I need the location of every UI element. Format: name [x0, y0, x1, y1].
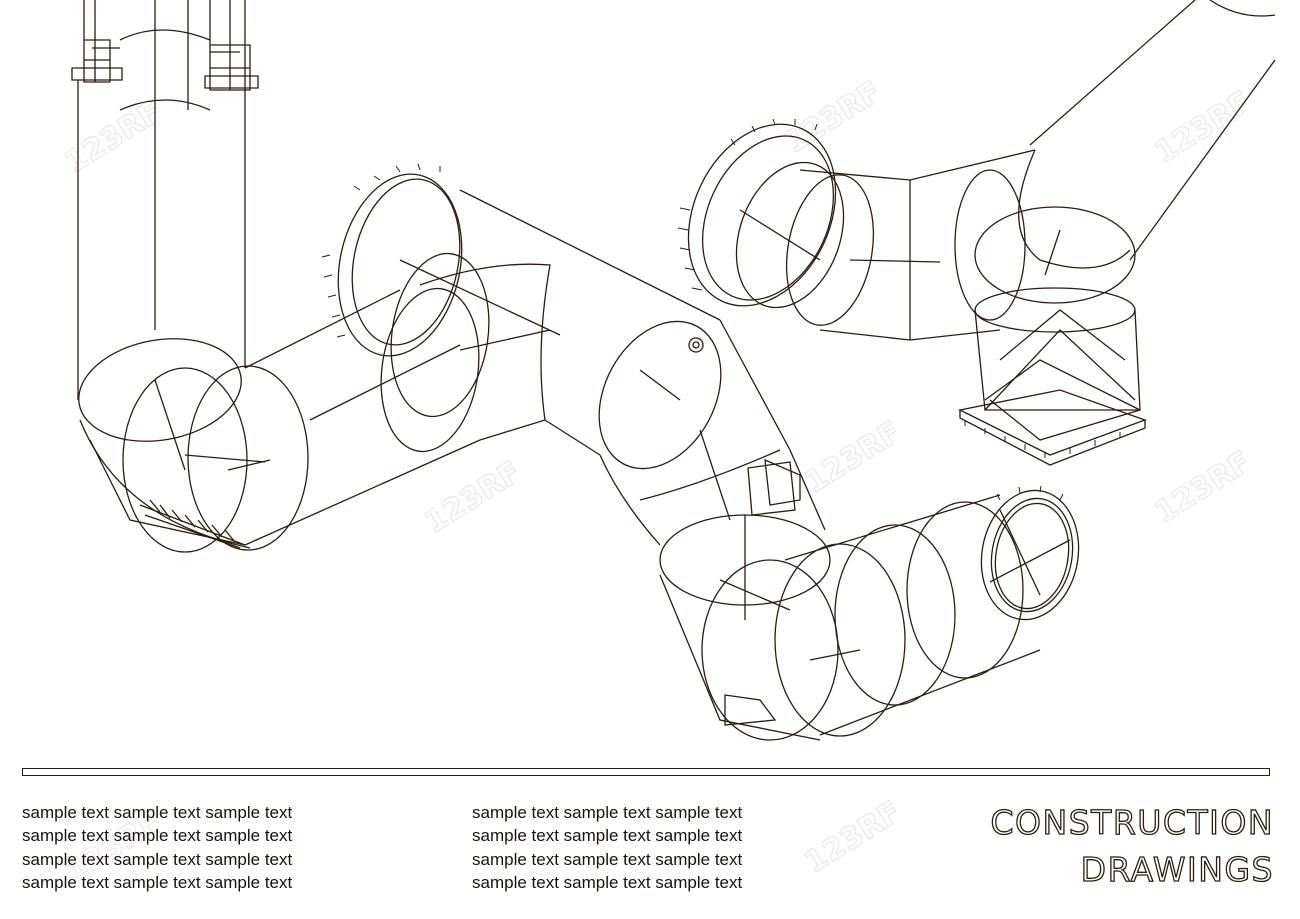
elbow-pipe-1 [78, 338, 309, 553]
flange-bolts [321, 118, 1121, 501]
text-line: sample text sample text sample text [472, 826, 743, 846]
elbow-pipe-3 [659, 494, 1041, 741]
flange-3 [980, 489, 1080, 621]
text-line: sample text sample text sample text [472, 849, 743, 869]
text-line: sample text sample text sample text [22, 803, 293, 822]
support-hopper [958, 287, 1147, 466]
text-column-left: sample text sample text sample text samp… [22, 801, 292, 894]
flange-2 [687, 123, 875, 326]
text-line: sample text sample text sample text [22, 872, 293, 892]
elbow-pipe-4 [799, 0, 1276, 341]
text-line: sample text sample text sample text [22, 849, 293, 869]
flange-1 [337, 173, 721, 453]
elbow-pipe-2 [544, 319, 826, 546]
watermark-logo: 123RF [798, 794, 908, 881]
text-line: sample text sample text sample text [472, 872, 743, 892]
straight-pipe-1 [244, 289, 481, 546]
text-column-middle: sample text sample text sample text samp… [472, 801, 742, 894]
text-line: sample text sample text sample text [22, 826, 293, 846]
pipeline-wireframe-drawing [71, 0, 1276, 741]
headline-line-2: DRAWINGS [1080, 849, 1274, 889]
vertical-pipe [71, 0, 259, 400]
text-line: sample text sample text sample text [472, 803, 743, 822]
title-block-border [22, 768, 1270, 776]
headline-line-1: CONSTRUCTION [990, 802, 1274, 842]
